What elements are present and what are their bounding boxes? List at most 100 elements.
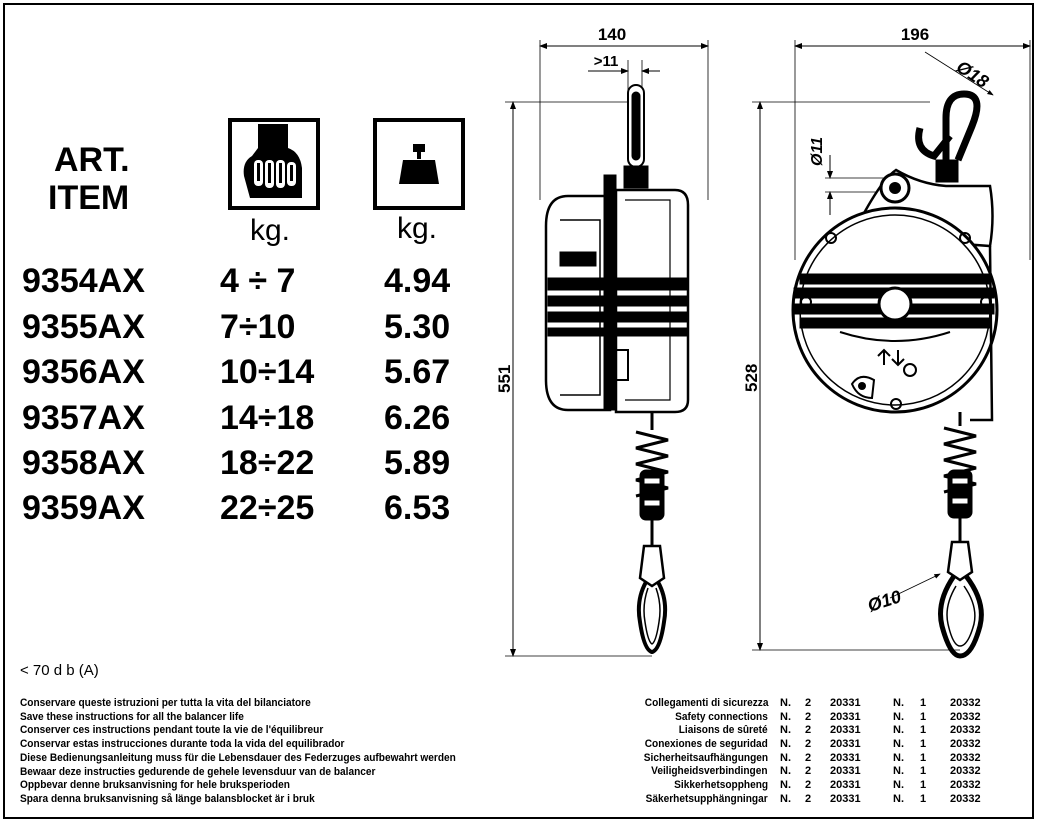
part-code: 20331 [830, 697, 861, 709]
dim-min-offset: >11 [594, 53, 619, 70]
part-code: 20332 [950, 751, 981, 764]
instructions-list: Conservare queste istruzioni per tutta l… [20, 697, 456, 807]
heading-line1: ART. [54, 141, 130, 179]
n-label: N. [780, 765, 791, 778]
quantity: 1 [920, 779, 927, 792]
weight-icon [373, 118, 465, 215]
n-label: N. [780, 697, 791, 709]
part-code: 20331 [830, 779, 861, 792]
instruction-line: Conservar estas instrucciones durante to… [20, 738, 345, 751]
connection-label: Veiligheidsverbindingen [651, 765, 768, 778]
load-range: 10÷14 [220, 353, 315, 391]
part-code: 20332 [950, 738, 981, 751]
instruction-line: Diese Bedienungsanleitung muss für die L… [20, 751, 456, 764]
item-code: 9356AX [22, 353, 145, 391]
n-label: N. [780, 751, 791, 764]
part-code: 20332 [950, 779, 981, 792]
item-code: 9354AX [22, 262, 145, 300]
unit-weight: 4.94 [384, 262, 451, 300]
connection-row: Veiligheidsverbindingen N. 2 20331 N. 1 … [560, 765, 1030, 779]
n-label: N. [893, 724, 904, 737]
dim-hook-diameter: Ø18 [953, 57, 992, 92]
n-label: N. [893, 751, 904, 764]
connection-row: Sikkerhetsoppheng N. 2 20331 N. 1 20332 [560, 779, 1030, 793]
dim-side-width: 140 [598, 25, 626, 44]
part-code: 20331 [830, 710, 861, 723]
connection-row: Safety connections N. 2 20331 N. 1 20332 [560, 711, 1030, 725]
dim-side-height: 551 [495, 365, 514, 393]
quantity: 2 [805, 738, 812, 751]
n-label: N. [893, 710, 904, 723]
n-label: N. [780, 724, 791, 737]
art-item-heading: ART. ITEM [48, 141, 130, 217]
weight-unit: kg. [397, 212, 438, 245]
quantity: 2 [805, 697, 812, 709]
part-code: 20332 [950, 724, 981, 737]
unit-weight: 5.30 [384, 308, 451, 346]
connection-row: Collegamenti di sicurezza N. 2 20331 N. … [560, 697, 1030, 711]
n-label: N. [780, 792, 791, 805]
unit-weight: 6.53 [384, 489, 451, 527]
connection-label: Sikkerhetsoppheng [674, 779, 768, 792]
item-code: 9355AX [22, 308, 145, 346]
connection-label: Collegamenti di sicurezza [644, 697, 768, 709]
connection-row: Säkerhetsupphängningar N. 2 20331 N. 1 2… [560, 793, 1030, 807]
quantity: 2 [805, 751, 812, 764]
quantity: 2 [805, 765, 812, 778]
connection-row: Liaisons de sûreté N. 2 20331 N. 1 20332 [560, 724, 1030, 738]
heading-line2: ITEM [48, 179, 130, 217]
connection-row: Conexiones de seguridad N. 2 20331 N. 1 … [560, 738, 1030, 752]
quantity: 1 [920, 765, 927, 778]
instruction-line: Conserver ces instructions pendant toute… [20, 724, 324, 737]
noise-level: < 70 d b (A) [20, 662, 99, 679]
connection-label: Säkerhetsupphängningar [645, 792, 768, 805]
instruction-line: Conservare queste istruzioni per tutta l… [20, 697, 311, 709]
technical-drawing: 140 >11 551 196 Ø18 Ø11 528 Ø10 [495, 25, 1031, 659]
dim-top-hole: Ø11 [809, 137, 826, 166]
n-label: N. [893, 765, 904, 778]
quantity: 1 [920, 751, 927, 764]
part-code: 20332 [950, 792, 981, 805]
part-code: 20332 [950, 697, 981, 709]
range-unit: kg. [250, 214, 291, 247]
part-code: 20331 [830, 751, 861, 764]
load-range: 4 ÷ 7 [220, 262, 296, 300]
dim-bottom-diameter: Ø10 [865, 586, 904, 616]
connection-label: Sicherheitsaufhängungen [643, 751, 768, 764]
unit-weight: 6.26 [384, 399, 451, 437]
hand-grip-icon [228, 118, 320, 215]
quantity: 2 [805, 792, 812, 805]
quantity: 2 [805, 710, 812, 723]
unit-weight: 5.67 [384, 353, 451, 391]
quantity: 1 [920, 710, 927, 723]
quantity: 2 [805, 779, 812, 792]
part-code: 20331 [830, 792, 861, 805]
quantity: 1 [920, 724, 927, 737]
n-label: N. [893, 779, 904, 792]
n-label: N. [780, 738, 791, 751]
item-code: 9357AX [22, 399, 145, 437]
dim-front-height: 528 [742, 364, 761, 392]
instruction-line: Spara denna bruksanvisning så länge bala… [20, 792, 315, 805]
side-view [505, 40, 709, 657]
quantity: 1 [920, 697, 927, 709]
connection-row: Sicherheitsaufhängungen N. 2 20331 N. 1 … [560, 752, 1030, 766]
quantity: 2 [805, 724, 812, 737]
instruction-line: Bewaar deze instructies gedurende de geh… [20, 765, 376, 778]
quantity: 1 [920, 792, 927, 805]
unit-weight: 5.89 [384, 444, 451, 482]
n-label: N. [893, 697, 904, 709]
item-code: 9359AX [22, 489, 145, 527]
instruction-line: Oppbevar denne bruksanvisning for hele b… [20, 779, 290, 792]
part-code: 20332 [950, 710, 981, 723]
load-range: 22÷25 [220, 489, 315, 527]
n-label: N. [780, 779, 791, 792]
part-code: 20331 [830, 724, 861, 737]
dim-front-width: 196 [901, 25, 929, 44]
instruction-line: Save these instructions for all the bala… [20, 710, 244, 723]
load-range: 18÷22 [220, 444, 315, 482]
n-label: N. [893, 738, 904, 751]
connection-label: Conexiones de seguridad [644, 738, 768, 751]
safety-connections-table: Collegamenti di sicurezza N. 2 20331 N. … [560, 697, 1030, 807]
n-label: N. [893, 792, 904, 805]
